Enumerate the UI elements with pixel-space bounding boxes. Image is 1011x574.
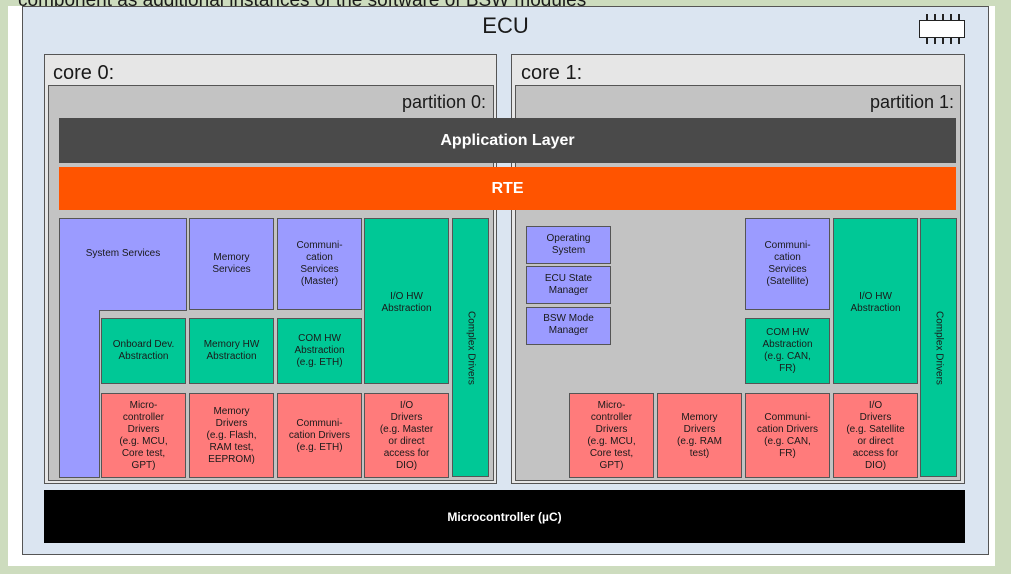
system-services-block <box>59 218 187 478</box>
microcontroller-layer: Microcontroller (µC) <box>44 490 965 543</box>
mcu-drivers-0-block: Micro- controller Drivers (e.g. MCU, Cor… <box>101 393 186 478</box>
application-layer: Application Layer <box>59 118 956 163</box>
operating-system-label: Operating System <box>546 233 591 256</box>
chip-icon <box>919 14 965 44</box>
ecu-state-manager-block: ECU State Manager <box>526 266 611 304</box>
complex-drivers-1-label: Complex Drivers <box>933 310 945 385</box>
mcu-drivers-1-block: Micro- controller Drivers (e.g. MCU, Cor… <box>569 393 654 478</box>
io-hw-abstraction-0-label: I/O HW Abstraction <box>381 291 432 314</box>
bsw-mode-manager-label: BSW Mode Manager <box>543 313 594 336</box>
io-hw-abstraction-1-block: I/O HW Abstraction <box>833 218 918 384</box>
memory-services-label: Memory Services <box>212 252 251 275</box>
system-services-label: System Services <box>85 248 161 259</box>
rte-layer: RTE <box>59 167 956 210</box>
com-services-master-block: Communi- cation Services (Master) <box>277 218 362 310</box>
ecu-state-manager-label: ECU State Manager <box>544 273 593 296</box>
memory-drivers-0-block: Memory Drivers (e.g. Flash, RAM test, EE… <box>189 393 274 478</box>
memory-hw-abstraction-block: Memory HW Abstraction <box>189 318 274 384</box>
io-drivers-1-block: I/O Drivers (e.g. Satellite or direct ac… <box>833 393 918 478</box>
core-1-label: core 1: <box>521 62 583 84</box>
io-hw-abstraction-1-label: I/O HW Abstraction <box>850 291 901 314</box>
onboard-dev-abstraction-block: Onboard Dev. Abstraction <box>101 318 186 384</box>
memory-drivers-0-label: Memory Drivers (e.g. Flash, RAM test, EE… <box>206 405 257 465</box>
com-services-satellite-label: Communi- cation Services (Satellite) <box>764 240 811 287</box>
memory-drivers-1-block: Memory Drivers (e.g. RAM test) <box>657 393 742 478</box>
com-hw-abstraction-1-block: COM HW Abstraction (e.g. CAN, FR) <box>745 318 830 384</box>
ecu-title: ECU <box>482 13 529 38</box>
bsw-mode-manager-block: BSW Mode Manager <box>526 307 611 345</box>
core-0-label: core 0: <box>53 62 115 84</box>
io-drivers-0-label: I/O Drivers (e.g. Master or direct acces… <box>379 399 434 471</box>
partition-0-label: partition 0: <box>401 92 486 112</box>
mcu-drivers-0-label: Micro- controller Drivers (e.g. MCU, Cor… <box>119 399 168 471</box>
memory-hw-abstraction-label: Memory HW Abstraction <box>203 339 260 362</box>
complex-drivers-1-block: Complex Drivers <box>920 218 957 477</box>
com-hw-abstraction-1-label: COM HW Abstraction (e.g. CAN, FR) <box>762 327 813 374</box>
complex-drivers-0-label: Complex Drivers <box>465 310 477 385</box>
com-drivers-0-label: Communi- cation Drivers (e.g. ETH) <box>288 417 351 453</box>
memory-drivers-1-label: Memory Drivers (e.g. RAM test) <box>676 411 722 459</box>
com-services-master-label: Communi- cation Services (Master) <box>296 240 343 287</box>
com-drivers-0-block: Communi- cation Drivers (e.g. ETH) <box>277 393 362 478</box>
com-services-satellite-block: Communi- cation Services (Satellite) <box>745 218 830 310</box>
partition-1-label: partition 1: <box>869 92 954 112</box>
mcu-drivers-1-label: Micro- controller Drivers (e.g. MCU, Cor… <box>587 399 636 471</box>
com-drivers-1-label: Communi- cation Drivers (e.g. CAN, FR) <box>756 411 819 459</box>
com-drivers-1-block: Communi- cation Drivers (e.g. CAN, FR) <box>745 393 830 478</box>
top-text: component as additional instances of the… <box>18 0 586 12</box>
operating-system-block: Operating System <box>526 226 611 264</box>
io-drivers-0-block: I/O Drivers (e.g. Master or direct acces… <box>364 393 449 478</box>
complex-drivers-0-block: Complex Drivers <box>452 218 489 477</box>
com-hw-abstraction-0-label: COM HW Abstraction (e.g. ETH) <box>294 333 345 368</box>
onboard-dev-abstraction-label: Onboard Dev. Abstraction <box>112 339 175 362</box>
com-hw-abstraction-0-block: COM HW Abstraction (e.g. ETH) <box>277 318 362 384</box>
memory-services-block: Memory Services <box>189 218 274 310</box>
io-drivers-1-label: I/O Drivers (e.g. Satellite or direct ac… <box>846 399 905 471</box>
io-hw-abstraction-0-block: I/O HW Abstraction <box>364 218 449 384</box>
